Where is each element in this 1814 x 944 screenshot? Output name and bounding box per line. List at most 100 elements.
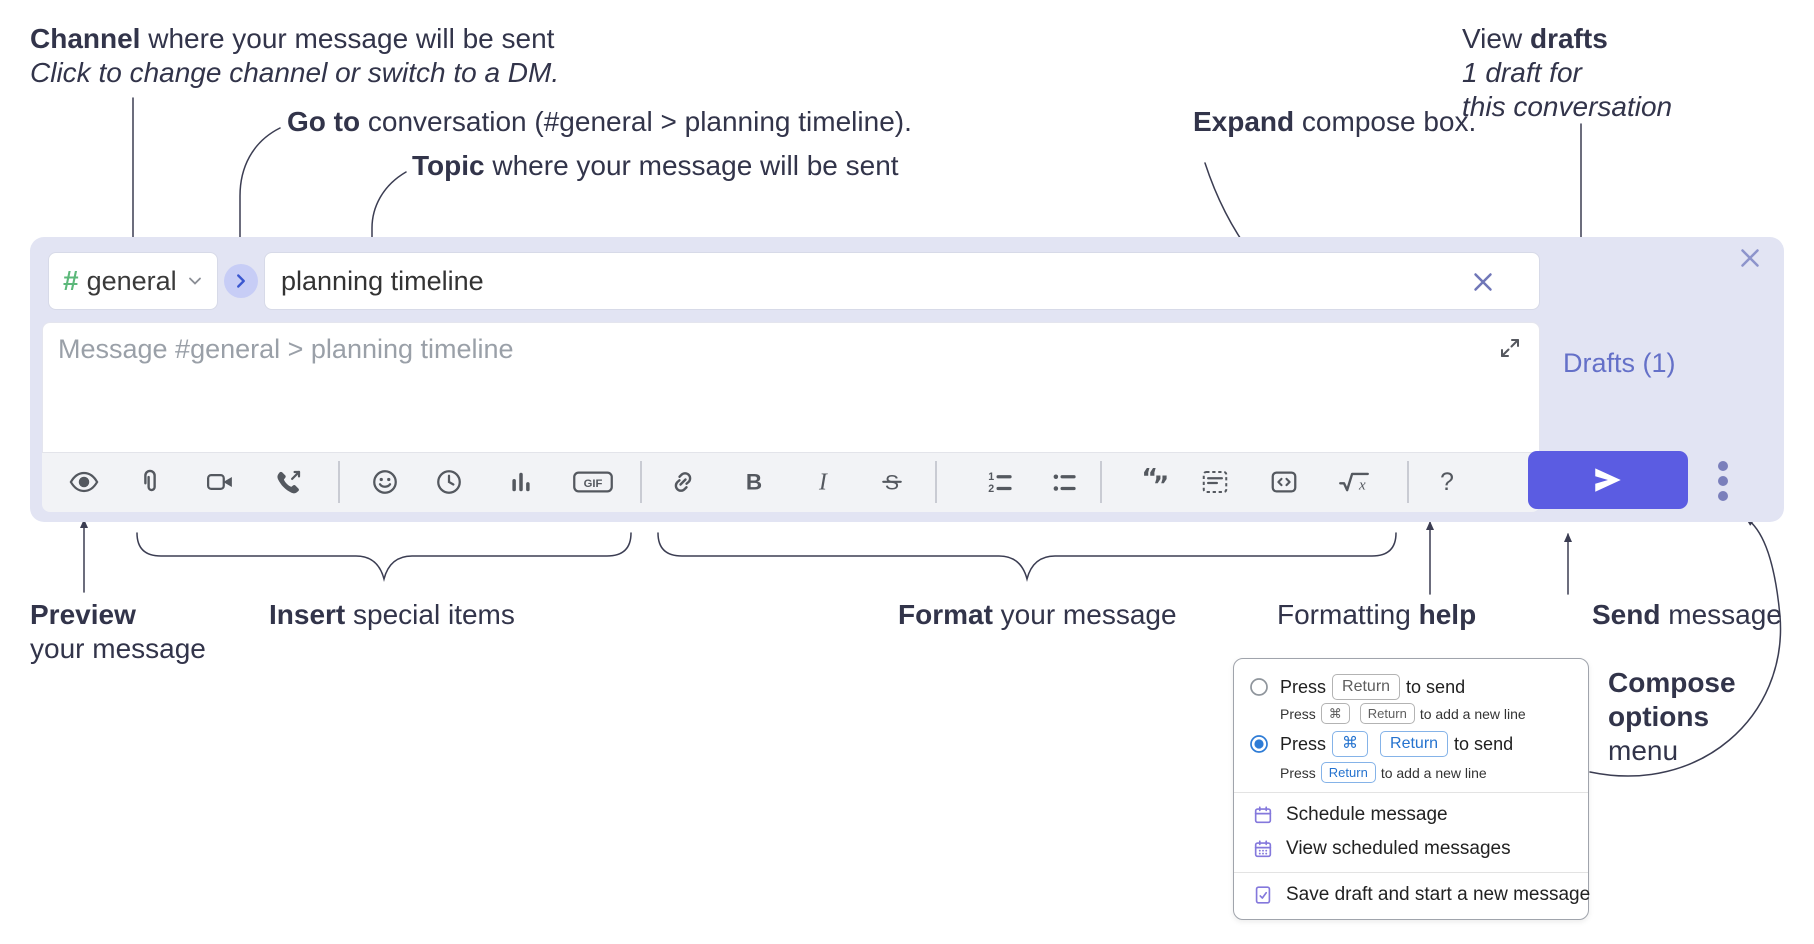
enter-sends-suffix: to send	[1406, 676, 1466, 697]
topic-input[interactable]	[264, 252, 1540, 310]
view-drafts-line3: this conversation	[1462, 91, 1673, 122]
math-icon[interactable]: x	[1336, 467, 1372, 497]
insert-annotation-bold: Insert	[269, 599, 346, 630]
bold-icon[interactable]: B	[739, 467, 769, 497]
gif-icon[interactable]: GIF	[571, 467, 615, 497]
expand-annotation: Expand compose box.	[1193, 105, 1476, 139]
audio-call-icon[interactable]	[274, 467, 304, 497]
insert-brace	[136, 532, 632, 582]
send-annotation-rest: message	[1660, 599, 1782, 630]
quote-icon[interactable]: “”	[1139, 467, 1170, 497]
send-annotation-bold: Send	[1592, 599, 1661, 630]
radio-unselected-icon[interactable]	[1249, 677, 1269, 697]
view-scheduled-label: View scheduled messages	[1286, 838, 1511, 859]
clear-topic-icon[interactable]	[1468, 267, 1498, 297]
topic-annotation: Topic where your message will be sent	[412, 149, 899, 183]
radio-selected-icon[interactable]	[1249, 734, 1269, 754]
format-annotation-bold: Format	[898, 599, 993, 630]
goto-annotation-bold: Go to	[287, 106, 361, 137]
toolbar-divider	[1100, 461, 1102, 503]
bold-glyph: B	[746, 470, 762, 495]
topic-annotation-bold: Topic	[412, 150, 485, 181]
cmd-sends-sub-suffix: to add a new line	[1380, 764, 1487, 781]
drafts-link[interactable]: Drafts (1)	[1563, 348, 1676, 378]
ol-digit-2: 2	[988, 483, 994, 495]
cmd-keycap: ⌘	[1332, 731, 1369, 757]
view-drafts-line2: 1 draft for	[1462, 57, 1582, 88]
formatting-help-annotation: Formatting help	[1277, 598, 1476, 632]
format-annotation-rest: your message	[992, 599, 1177, 630]
preview-eye-icon[interactable]	[69, 467, 99, 497]
enter-sends-option[interactable]: Press Return to send	[1249, 674, 1465, 700]
insert-annotation: Insert special items	[269, 598, 515, 632]
enter-sends-press: Press	[1280, 676, 1327, 697]
enter-sends-sub-press: Press	[1280, 705, 1316, 722]
compose-toolbar	[42, 452, 1540, 512]
return-keycap: Return	[1320, 762, 1376, 783]
goto-annotation: Go to conversation (#general > planning …	[287, 105, 912, 139]
goto-annotation-rest: conversation (#general > planning timeli…	[360, 106, 912, 137]
compose-options-menu-button[interactable]	[1718, 461, 1730, 501]
return-keycap: Return	[1380, 731, 1449, 757]
link-icon[interactable]	[668, 467, 698, 497]
channel-name: general	[86, 265, 177, 296]
chevron-down-icon	[189, 277, 201, 285]
cmd-sends-subtext: Press Return to add a new line	[1280, 762, 1487, 783]
video-call-icon[interactable]	[205, 467, 235, 497]
formatting-help-bold: help	[1418, 599, 1477, 630]
quote-close-glyph: ”	[1153, 470, 1169, 497]
format-annotation: Format your message	[898, 598, 1177, 632]
spoiler-icon[interactable]	[1200, 467, 1230, 497]
save-draft-item[interactable]: Save draft and start a new message	[1252, 884, 1590, 906]
return-keycap: Return	[1332, 674, 1401, 700]
message-placeholder: Message #general > planning timeline	[58, 334, 514, 364]
channel-annotation-bold: Channel	[30, 23, 141, 54]
enter-sends-sub-suffix: to add a new line	[1419, 705, 1526, 722]
topic-arrow	[368, 171, 407, 247]
bulleted-list-icon[interactable]	[1049, 467, 1079, 497]
strikethrough-icon[interactable]: S	[877, 467, 907, 497]
topic-annotation-rest: where your message will be sent	[484, 150, 899, 181]
poll-icon[interactable]	[506, 467, 536, 497]
compose-options-annotation-line3: menu	[1608, 735, 1679, 766]
help-icon[interactable]: ?	[1432, 467, 1462, 497]
format-brace	[657, 532, 1397, 582]
cmd-sends-suffix: to send	[1454, 733, 1514, 754]
emoji-icon[interactable]	[370, 467, 400, 497]
calendar-list-icon	[1254, 840, 1272, 858]
cmd-sends-option[interactable]: Press ⌘ Return to send	[1249, 731, 1513, 757]
toolbar-divider	[1407, 461, 1409, 503]
numbered-list-icon[interactable]: 12	[985, 467, 1015, 497]
channel-annotation-rest: where your message will be sent	[140, 23, 555, 54]
formatting-help-pre: Formatting	[1277, 599, 1419, 630]
send-button[interactable]	[1528, 451, 1688, 509]
compose-options-annotation-line2: options	[1608, 701, 1710, 732]
code-icon[interactable]	[1269, 467, 1299, 497]
math-x-glyph: x	[1358, 478, 1366, 494]
channel-annotation: Channel where your message will be sent	[30, 22, 554, 56]
go-to-conversation-button[interactable]	[224, 264, 258, 298]
channel-selector[interactable]: # general	[48, 252, 218, 310]
send-icon	[1595, 468, 1621, 492]
return-keycap: Return	[1359, 703, 1415, 724]
italic-icon[interactable]: I	[808, 467, 838, 497]
send-annotation: Send message	[1592, 598, 1782, 632]
expand-compose-icon[interactable]	[1498, 336, 1522, 360]
quote-open-glyph: “	[1142, 467, 1158, 492]
time-icon[interactable]	[434, 467, 464, 497]
cmd-sends-press: Press	[1280, 733, 1327, 754]
chevron-right-icon	[237, 274, 245, 288]
cmd-keycap: ⌘	[1320, 703, 1350, 724]
expand-annotation-bold: Expand	[1193, 106, 1295, 137]
view-scheduled-item[interactable]: View scheduled messages	[1252, 838, 1511, 860]
attach-paperclip-icon[interactable]	[135, 467, 165, 497]
help-glyph: ?	[1440, 468, 1454, 496]
view-drafts-annotation: View drafts	[1462, 22, 1608, 56]
menu-divider	[1234, 872, 1588, 873]
close-compose-icon[interactable]	[1735, 243, 1765, 273]
insert-annotation-rest: special items	[345, 599, 515, 630]
schedule-message-item[interactable]: Schedule message	[1252, 804, 1448, 826]
goto-arrow	[236, 127, 281, 249]
view-drafts-bold: drafts	[1529, 23, 1608, 54]
